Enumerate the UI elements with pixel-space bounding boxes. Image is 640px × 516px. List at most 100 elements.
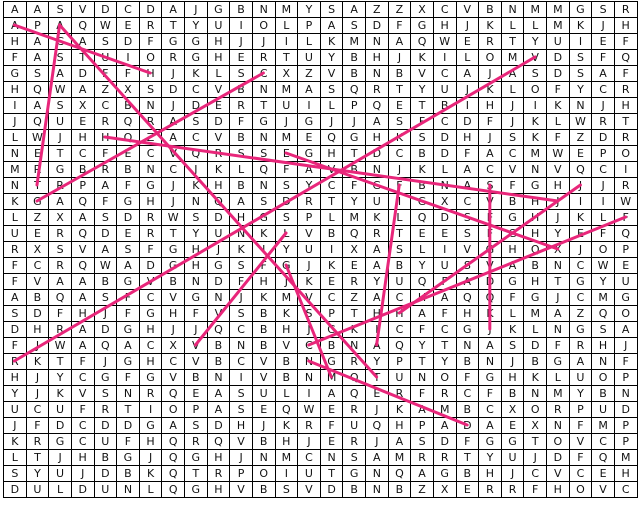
letter-cell[interactable]: M [524,146,547,162]
letter-cell[interactable]: B [320,338,344,354]
letter-cell[interactable]: D [94,418,118,434]
letter-cell[interactable]: B [388,482,412,498]
letter-cell[interactable]: D [547,66,570,82]
letter-cell[interactable]: D [433,210,457,226]
letter-cell[interactable]: G [185,482,208,498]
letter-cell[interactable]: Y [298,2,321,18]
letter-cell[interactable]: D [162,82,185,98]
letter-cell[interactable]: Q [162,386,185,402]
letter-cell[interactable]: R [230,98,253,114]
letter-cell[interactable]: J [320,114,344,130]
letter-cell[interactable]: A [592,66,615,82]
letter-cell[interactable]: R [94,162,118,178]
letter-cell[interactable]: N [139,98,163,114]
letter-cell[interactable]: K [479,18,502,34]
letter-cell[interactable]: D [94,226,118,242]
letter-cell[interactable]: V [524,50,547,66]
letter-cell[interactable]: J [230,450,253,466]
letter-cell[interactable]: G [320,322,344,338]
letter-cell[interactable]: G [94,370,118,386]
letter-cell[interactable]: C [479,402,502,418]
letter-cell[interactable]: E [433,226,457,242]
letter-cell[interactable]: Y [479,450,502,466]
letter-cell[interactable]: X [162,338,185,354]
letter-cell[interactable]: O [252,466,276,482]
letter-cell[interactable]: W [614,194,638,210]
letter-cell[interactable]: I [569,34,593,50]
letter-cell[interactable]: X [524,418,547,434]
letter-cell[interactable]: H [524,210,547,226]
letter-cell[interactable]: J [94,354,118,370]
letter-cell[interactable]: S [479,178,502,194]
letter-cell[interactable]: I [569,194,593,210]
letter-cell[interactable]: J [298,322,321,338]
letter-cell[interactable]: N [433,178,457,194]
letter-cell[interactable]: Q [411,274,434,290]
letter-cell[interactable]: A [366,242,389,258]
letter-cell[interactable]: N [139,162,163,178]
letter-cell[interactable]: F [388,178,412,194]
letter-cell[interactable]: N [207,370,231,386]
letter-cell[interactable]: Q [162,466,185,482]
letter-cell[interactable]: A [4,2,27,18]
letter-cell[interactable]: J [230,34,253,50]
letter-cell[interactable]: B [252,322,276,338]
letter-cell[interactable]: R [614,2,638,18]
letter-cell[interactable]: A [71,338,95,354]
letter-cell[interactable]: X [49,210,72,226]
letter-cell[interactable]: R [366,226,389,242]
letter-cell[interactable]: A [49,18,72,34]
letter-cell[interactable]: T [320,466,344,482]
letter-cell[interactable]: Y [524,34,547,50]
letter-cell[interactable]: S [275,482,299,498]
letter-cell[interactable]: L [320,210,344,226]
letter-cell[interactable]: I [252,242,276,258]
letter-cell[interactable]: F [230,114,253,130]
letter-cell[interactable]: S [4,306,27,322]
letter-cell[interactable]: E [185,386,208,402]
letter-cell[interactable]: C [592,434,615,450]
letter-cell[interactable]: G [207,2,231,18]
letter-cell[interactable]: A [456,178,480,194]
letter-cell[interactable]: D [71,66,95,82]
letter-cell[interactable]: F [501,178,525,194]
letter-cell[interactable]: L [433,162,457,178]
letter-cell[interactable]: G [139,418,163,434]
letter-cell[interactable]: B [71,162,95,178]
letter-cell[interactable]: A [388,434,412,450]
letter-cell[interactable]: C [388,290,412,306]
letter-cell[interactable]: A [26,34,50,50]
letter-cell[interactable]: C [230,322,253,338]
letter-cell[interactable]: L [411,242,434,258]
letter-cell[interactable]: R [49,226,72,242]
letter-cell[interactable]: M [547,18,570,34]
letter-cell[interactable]: J [185,2,208,18]
letter-cell[interactable]: K [230,242,253,258]
letter-cell[interactable]: Q [26,82,50,98]
letter-cell[interactable]: B [343,66,366,82]
letter-cell[interactable]: N [185,194,208,210]
letter-cell[interactable]: N [298,370,321,386]
letter-cell[interactable]: G [139,178,163,194]
letter-cell[interactable]: G [117,274,140,290]
letter-cell[interactable]: Q [411,210,434,226]
letter-cell[interactable]: E [320,434,344,450]
letter-cell[interactable]: I [117,50,140,66]
letter-cell[interactable]: U [388,370,412,386]
letter-cell[interactable]: E [592,34,615,50]
letter-cell[interactable]: F [26,418,50,434]
letter-cell[interactable]: H [614,466,638,482]
letter-cell[interactable]: T [252,98,276,114]
letter-cell[interactable]: N [366,466,389,482]
letter-cell[interactable]: A [366,258,389,274]
letter-cell[interactable]: K [207,162,231,178]
letter-cell[interactable]: S [230,402,253,418]
letter-cell[interactable]: P [71,178,95,194]
letter-cell[interactable]: B [207,354,231,370]
letter-cell[interactable]: C [456,386,480,402]
letter-cell[interactable]: B [456,354,480,370]
letter-cell[interactable]: G [524,290,547,306]
letter-cell[interactable]: V [162,370,185,386]
letter-cell[interactable]: G [117,354,140,370]
letter-cell[interactable]: F [547,130,570,146]
